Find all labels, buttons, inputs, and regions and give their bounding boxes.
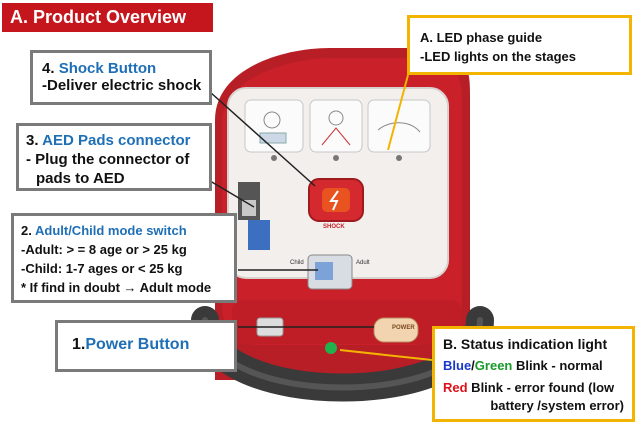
status-error2: battery /system error) [490, 398, 624, 413]
shock-button-callout: 4. Shock Button -Deliver electric shock [30, 50, 212, 105]
mode-switch-callout: 2. Adult/Child mode switch -Adult: > = 8… [11, 213, 237, 303]
power-label: POWER [392, 325, 415, 331]
mode-name: Adult/Child mode switch [34, 223, 187, 238]
status-red: Red [443, 380, 468, 395]
mode-doubt: * If find in doubt → Adult mode [21, 280, 212, 295]
status-blue: Blue [443, 358, 472, 373]
power-button-callout: 1.Power Button [55, 320, 237, 372]
power-name: Power Button [85, 336, 190, 353]
mode-num: 2. [21, 223, 32, 238]
status-error1: Blink - error found (low [467, 380, 615, 395]
pads-name: AED Pads connector [42, 132, 191, 149]
shock-desc: -Deliver electric shock [42, 77, 202, 94]
led-title: A. LED phase guide [420, 30, 543, 45]
mode-child: -Child: 1-7 ages or < 25 kg [21, 261, 183, 276]
led-phase-guide-callout: A. LED phase guide -LED lights on the st… [407, 15, 632, 75]
led-desc: -LED lights on the stages [420, 49, 577, 64]
power-num: 1. [72, 336, 86, 353]
pads-num: 3. [26, 132, 39, 149]
status-slash: / [471, 358, 475, 373]
shock-num: 4. [42, 60, 55, 77]
status-green: Green [474, 358, 513, 373]
status-title: B. Status indication light [443, 336, 608, 352]
status-normal: Blink - normal [512, 358, 603, 373]
status-light-callout: B. Status indication light Blue/Green Bl… [432, 326, 635, 422]
shock-name: Shock Button [58, 60, 157, 77]
shock-label: SHOCK [323, 224, 345, 230]
adult-label: Adult [356, 260, 370, 266]
page-title: A. Product Overview [2, 3, 213, 32]
pads-desc2: pads to AED [36, 170, 125, 187]
pads-connector-callout: 3. AED Pads connector - Plug the connect… [16, 123, 212, 191]
child-label: Child [290, 260, 304, 266]
mode-adult: -Adult: > = 8 age or > 25 kg [21, 242, 187, 257]
pads-desc1: - Plug the connector of [26, 151, 190, 168]
